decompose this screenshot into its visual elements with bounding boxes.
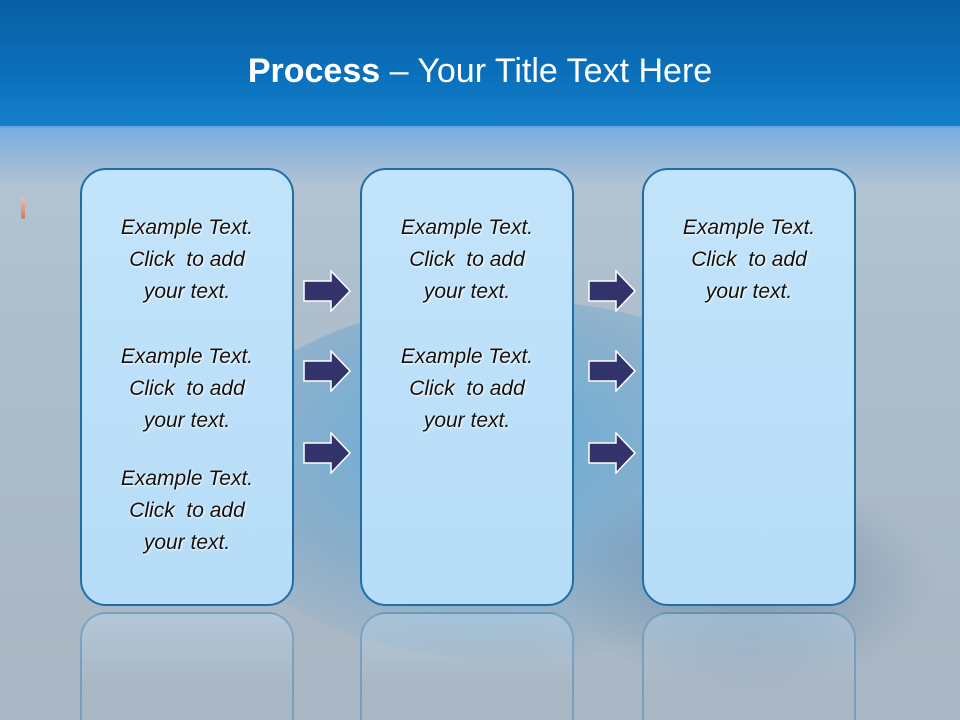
process-box-2[interactable]: Example Text. Click to add your text. Ex… bbox=[360, 168, 574, 606]
box-reflection-2 bbox=[360, 612, 574, 720]
right-arrow-icon[interactable] bbox=[303, 432, 351, 474]
background-spark bbox=[21, 197, 25, 219]
text-line: Example Text. bbox=[682, 216, 816, 239]
title-rest: – Your Title Text Here bbox=[380, 52, 713, 90]
text-block[interactable]: Example Text. Click to add your text. bbox=[362, 212, 572, 308]
text-block[interactable]: Example Text. Click to add your text. bbox=[82, 212, 292, 308]
text-block[interactable]: Example Text. Click to add your text. bbox=[644, 212, 854, 308]
text-line: Example Text. bbox=[120, 216, 254, 239]
text-line: your text. bbox=[423, 280, 511, 303]
text-line: Example Text. bbox=[120, 467, 254, 490]
text-line: your text. bbox=[705, 280, 793, 303]
header-bar bbox=[0, 0, 960, 128]
right-arrow-icon[interactable] bbox=[303, 350, 351, 392]
text-line: Click to add bbox=[129, 499, 245, 522]
right-arrow-icon[interactable] bbox=[588, 350, 636, 392]
text-line: Click to add bbox=[129, 248, 245, 271]
right-arrow-icon[interactable] bbox=[588, 270, 636, 312]
box-reflection-1 bbox=[80, 612, 294, 720]
text-line: your text. bbox=[143, 531, 231, 554]
text-line: your text. bbox=[143, 409, 231, 432]
text-line: your text. bbox=[143, 280, 231, 303]
text-line: Example Text. bbox=[400, 216, 534, 239]
box-reflection-3 bbox=[642, 612, 856, 720]
text-line: Click to add bbox=[409, 248, 525, 271]
slide-title[interactable]: Process – Your Title Text Here bbox=[0, 52, 960, 91]
text-block[interactable]: Example Text. Click to add your text. bbox=[362, 341, 572, 437]
text-line: Click to add bbox=[409, 377, 525, 400]
process-box-1[interactable]: Example Text. Click to add your text. Ex… bbox=[80, 168, 294, 606]
process-box-3[interactable]: Example Text. Click to add your text. bbox=[642, 168, 856, 606]
right-arrow-icon[interactable] bbox=[303, 270, 351, 312]
text-line: Example Text. bbox=[400, 345, 534, 368]
text-line: Click to add bbox=[691, 248, 807, 271]
text-block[interactable]: Example Text. Click to add your text. bbox=[82, 341, 292, 437]
right-arrow-icon[interactable] bbox=[588, 432, 636, 474]
text-line: Click to add bbox=[129, 377, 245, 400]
text-block[interactable]: Example Text. Click to add your text. bbox=[82, 463, 292, 559]
title-bold: Process bbox=[247, 52, 381, 90]
text-line: your text. bbox=[423, 409, 511, 432]
text-line: Example Text. bbox=[120, 345, 254, 368]
